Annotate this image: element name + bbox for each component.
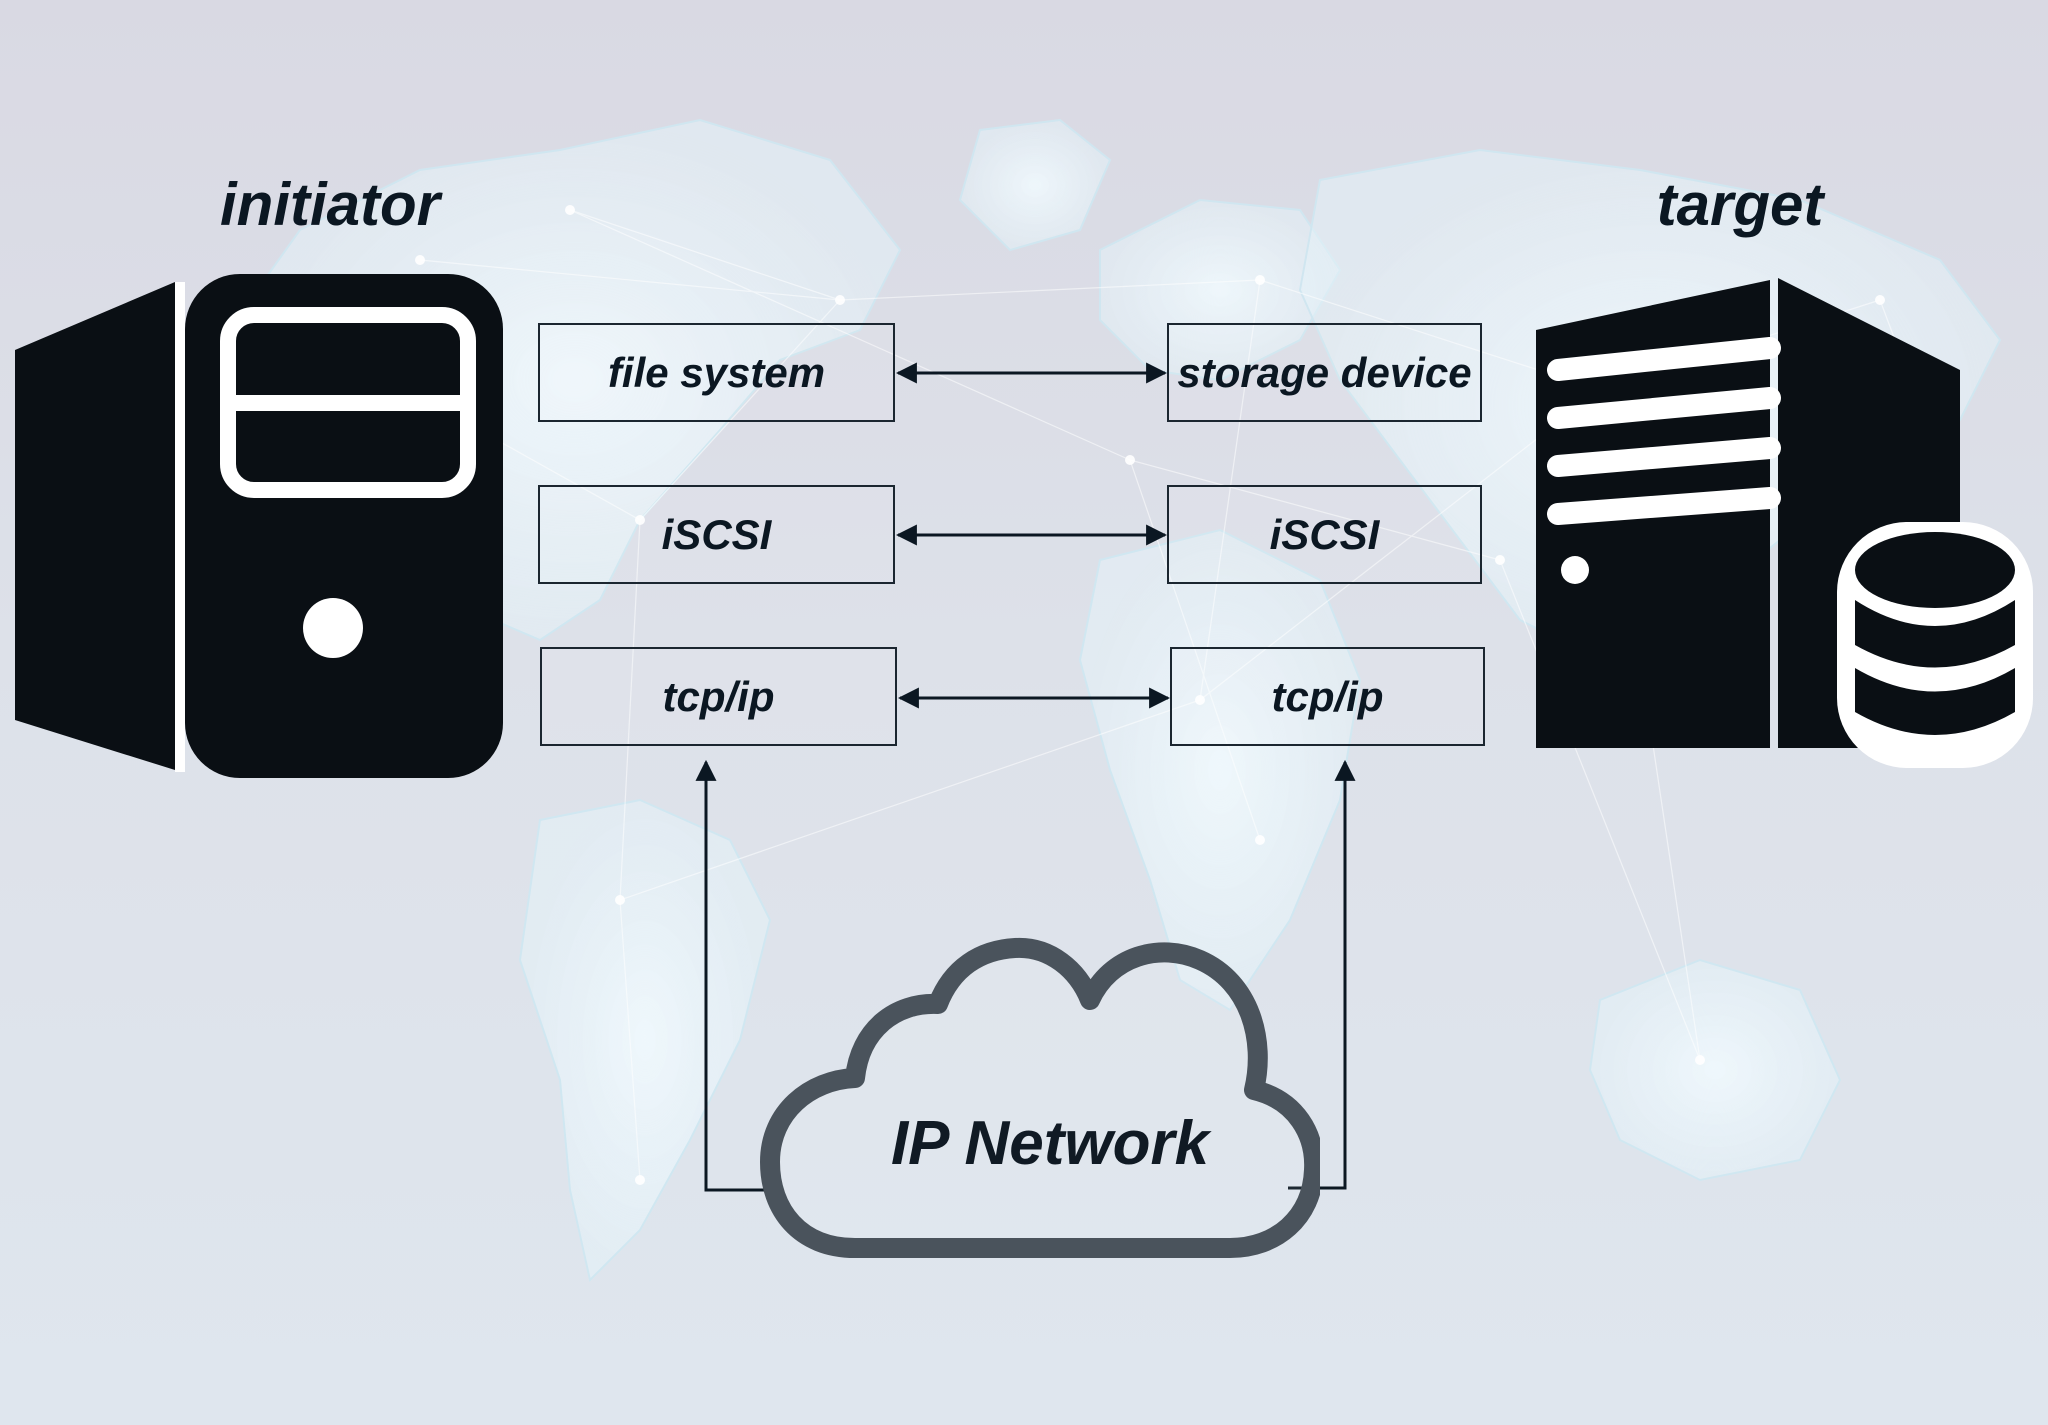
tower-computer-icon xyxy=(15,274,503,778)
target-layer-label: iSCSI xyxy=(1269,510,1380,558)
target-title: target xyxy=(1656,171,1824,238)
initiator-layer-iscsi: iSCSI xyxy=(538,485,895,584)
initiator-title: initiator xyxy=(220,171,440,238)
cloud-icon xyxy=(760,937,1320,1258)
rack-server-icon xyxy=(1536,278,1960,748)
initiator-layer-label: file system xyxy=(607,348,826,396)
initiator-network-link xyxy=(695,759,770,1192)
database-icon xyxy=(1837,522,2033,768)
initiator-layer-label: tcp/ip xyxy=(662,672,775,720)
target-layer-label: tcp/ip xyxy=(1271,672,1384,720)
ip-network-label: IP Network xyxy=(890,1109,1210,1178)
initiator-layer-file-system: file system xyxy=(538,323,895,422)
target-layer-iscsi: iSCSI xyxy=(1167,485,1482,584)
initiator-layer-tcpip: tcp/ip xyxy=(540,647,897,746)
target-layer-tcpip: tcp/ip xyxy=(1170,647,1485,746)
target-layer-label: storage device xyxy=(1177,348,1472,396)
initiator-layer-label: iSCSI xyxy=(661,510,772,558)
target-layer-storage-device: storage device xyxy=(1167,323,1482,422)
